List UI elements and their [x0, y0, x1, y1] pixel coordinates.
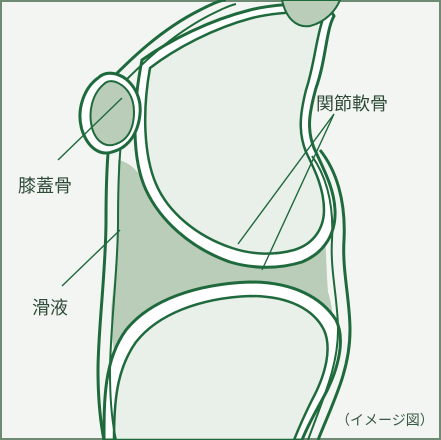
synovial-fluid-label: 滑液	[32, 300, 68, 318]
patella-bone	[91, 81, 135, 145]
image-note-label: （イメージ図）	[336, 414, 434, 428]
articular-cartilage-label: 関節軟骨	[316, 96, 388, 114]
synovial-leader-line	[62, 230, 120, 286]
patella-label: 膝蓋骨	[18, 178, 72, 196]
